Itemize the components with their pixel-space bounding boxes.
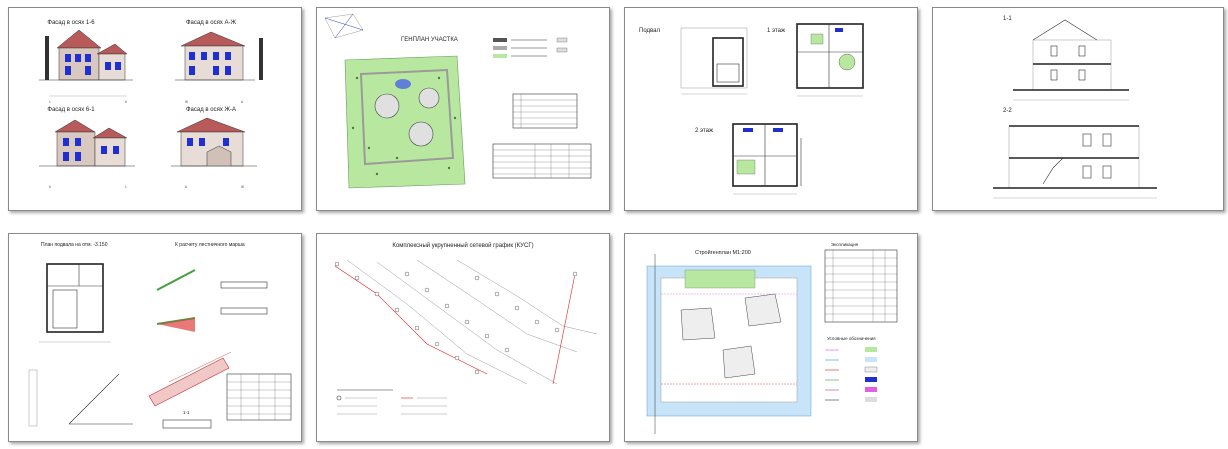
facade-title-2: Фасад в осях А-Ж [186,20,237,26]
sheet-network-schedule[interactable]: Комплексный укрупненный сетевой график (… [316,233,610,442]
svg-text:1: 1 [125,185,127,189]
svg-text:6: 6 [125,100,127,104]
rebar-spec-table [226,373,292,421]
legend-title: Условные обозначения [827,336,876,341]
sheet-construction-plan[interactable]: Стройгенплан М1:200 Экспликация Условные… [624,233,918,442]
section-title-1: 1-1 [1003,16,1012,22]
svg-text:6: 6 [49,185,51,189]
svg-text:А: А [241,100,244,104]
construction-explication-table [824,249,898,323]
stair-section-drawing [28,369,133,427]
sheet-site-plan[interactable]: ГЕНПЛАН УЧАСТКА [316,7,610,211]
sheet-foundation[interactable]: План подвала на отм. -3.150 К расчету ле… [8,233,302,442]
north-arrow-diagram [324,13,364,39]
stair-diagrams [156,269,268,332]
construction-title: Стройгенплан М1:200 [695,249,751,256]
floor-title-basement: Подвал [639,28,660,34]
svg-text:Ж: Ж [241,185,244,189]
second-floor-plan [732,123,802,195]
network-graph [334,259,598,385]
sheet-floor-plans[interactable]: Подвал 1 этаж 2 этаж [624,7,918,211]
sheet-sections[interactable]: 1-1 2-2 [932,7,1224,211]
site-plan-drawing [344,55,466,189]
first-floor-plan [796,23,864,97]
facade-title-4: Фасад в осях Ж-А [186,107,236,113]
section-1-drawing [1013,19,1129,101]
site-plan-title: ГЕНПЛАН УЧАСТКА [401,37,458,43]
network-legend [336,389,447,415]
floor-title-2: 2 этаж [695,128,713,134]
section-title-2: 2-2 [1003,108,1012,114]
sheet-facades[interactable]: Фасад в осях 1-6 Фасад в осях А-Ж Фасад … [8,7,302,211]
stair-calc-title: К расчету лестничного марша [175,242,245,248]
explication-title: Экспликация [831,242,859,247]
floor-title-1: 1 этаж [767,28,785,34]
network-title: Комплексный укрупненный сетевой график (… [392,242,533,249]
svg-text:1: 1 [49,100,51,104]
facade-title-3: Фасад в осях 6-1 [47,107,95,113]
section-2-drawing [993,125,1157,199]
site-indicators-table [492,143,592,179]
basement-plan [680,27,748,95]
site-explication-table [512,93,578,129]
foundation-plan-drawing [39,263,111,343]
basement-plan-title: План подвала на отм. -3.150 [41,242,108,248]
stair-flight-drawing [148,351,232,429]
site-legend-block [493,37,568,58]
svg-text:Ж: Ж [185,100,188,104]
construction-site-drawing [646,254,812,434]
svg-text:А: А [185,185,188,189]
cut-title: 1-1 [183,410,190,415]
construction-legend [825,347,878,402]
facade-title-1: Фасад в осях 1-6 [47,20,95,26]
